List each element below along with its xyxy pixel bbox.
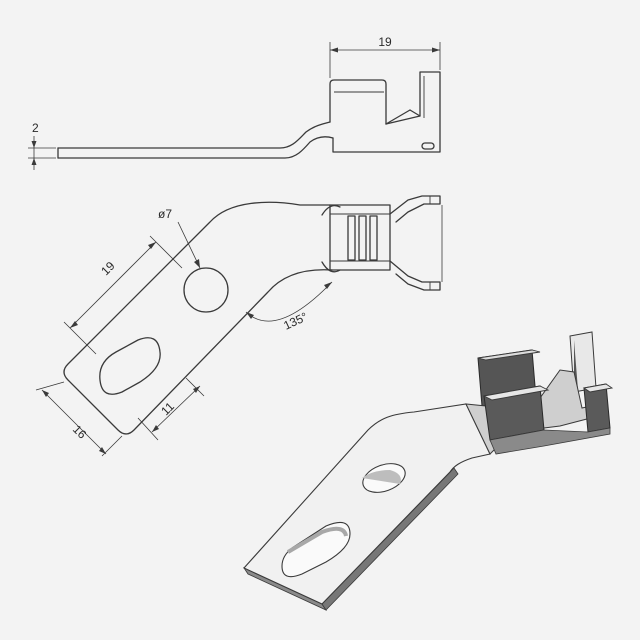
dim-arrow — [70, 321, 78, 328]
dim-arrow — [432, 47, 440, 53]
side-barrel-rear-wall — [329, 79, 387, 125]
dim-line-16 — [41, 389, 107, 455]
angle-arc — [245, 281, 333, 322]
top-crimp-bar — [369, 215, 378, 261]
top-lower-wing — [389, 260, 441, 291]
top-crimp-bar — [358, 215, 367, 261]
hole-diameter-label: ø7 — [158, 207, 172, 221]
oblong-slot — [99, 337, 161, 395]
dim-arrow — [246, 312, 254, 319]
dim-arrow — [324, 282, 332, 289]
side-width-dimension-label: 19 — [378, 35, 392, 49]
bend-angle-label: 135° — [281, 309, 310, 332]
top-view: ø7 19 16 11 135° — [35, 195, 443, 457]
render-front-insulation-wing — [583, 383, 611, 433]
dim-line-11 — [151, 385, 201, 433]
dim-arrow — [31, 141, 37, 148]
top-tongue-outline — [63, 201, 333, 435]
render-front-insulation-wing-top — [582, 383, 614, 393]
dim-extension — [185, 377, 205, 397]
render-oblong-slot — [281, 521, 351, 578]
diameter-leader — [177, 221, 201, 269]
render-underside — [489, 427, 611, 455]
dim-extension — [35, 381, 65, 391]
side-crimp-wing-tip — [409, 109, 421, 117]
dim-extension — [63, 321, 97, 355]
render-tongue-face — [243, 403, 491, 605]
dim-extension — [101, 435, 123, 457]
render-front-wing-top — [482, 385, 550, 401]
render-barrel-rear-top — [477, 349, 541, 361]
dim-arrow — [194, 259, 200, 268]
isometric-render — [242, 331, 614, 611]
render-slot-wall — [286, 526, 348, 554]
side-bottom-notch — [421, 142, 435, 150]
thickness-dimension-label: 2 — [32, 121, 39, 135]
render-hole-wall — [362, 470, 401, 484]
dim-arrow — [193, 386, 200, 393]
dim-line-19-diagonal — [69, 241, 157, 329]
top-upper-wing — [389, 195, 441, 223]
dim-arrow — [152, 425, 159, 432]
dim-extension — [137, 417, 159, 441]
top-barrel-curl-upper — [321, 204, 341, 216]
top-barrel-body — [329, 204, 391, 271]
dim-arrow — [31, 158, 37, 165]
tongue-width-dimension-label: 16 — [70, 422, 90, 442]
dim-extension — [149, 235, 183, 269]
top-barrel-curl-lower — [321, 261, 341, 273]
side-view: 19 2 — [28, 35, 441, 170]
dim-arrow — [42, 390, 49, 397]
round-hole — [183, 267, 229, 313]
side-crimp-wing-edge — [385, 109, 411, 125]
top-crimp-bar — [347, 215, 356, 261]
side-strip-top-edge — [57, 121, 331, 149]
dim-arrow — [99, 447, 106, 454]
dim-arrow — [148, 242, 156, 249]
side-strip-bottom-edge — [57, 136, 334, 159]
tongue-length-dimension-label: 19 — [98, 259, 118, 279]
dim-arrow — [330, 47, 338, 53]
